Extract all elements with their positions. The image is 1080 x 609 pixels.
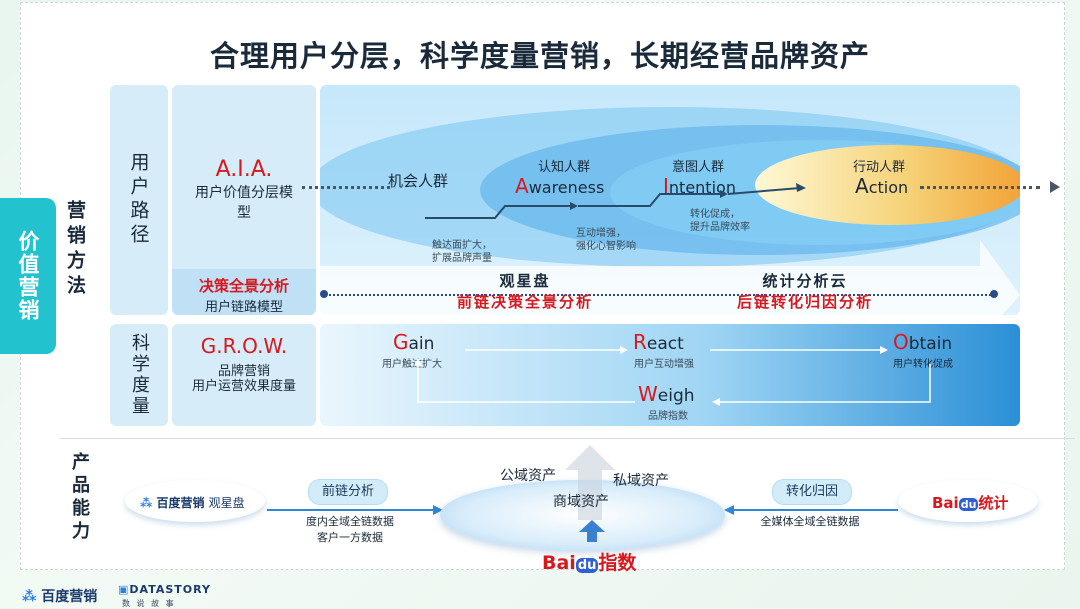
side-tab[interactable]: 价值营销 xyxy=(0,198,56,354)
decision-analysis-desc: 用户链路模型 xyxy=(204,300,283,315)
row1-label: 用户路径 xyxy=(110,85,168,315)
attribution-desc: 全媒体全域全链数据 xyxy=(760,515,860,528)
grow-weigh-desc: 品牌指数 xyxy=(648,411,688,422)
commercial-asset: 商域资产 xyxy=(553,494,609,510)
tool-stats-cloud: 统计分析云 xyxy=(762,272,848,290)
grow-model-name: G.R.O.W. xyxy=(200,334,288,358)
grow-obtain-desc: 用户转化促成 xyxy=(893,359,953,370)
row1-model-box: A.I.A. 用户价值分层模型 决策全景分析 用户链路模型 xyxy=(172,85,316,315)
row2-label: 科学度量 xyxy=(110,324,168,426)
stage-intention-word: Intention xyxy=(663,174,736,198)
row2-model-box: G.R.O.W. 品牌营销 用户运营效果度量 xyxy=(172,324,316,426)
analysis-arrow-band xyxy=(320,240,1020,340)
front-desc-2: 客户一方数据 xyxy=(317,531,383,544)
note-reach-1: 触达面扩大， xyxy=(432,240,492,251)
grow-weigh: Weigh xyxy=(638,382,695,406)
pill-front-analysis: 前链分析 xyxy=(308,479,388,505)
decision-analysis-title: 决策全景分析 xyxy=(198,277,289,295)
section-label-capability: 产品能力 xyxy=(69,452,90,544)
entry-dotted-line xyxy=(302,186,390,189)
grow-desc-2: 用户运营效果度量 xyxy=(191,379,296,394)
exit-arrowhead xyxy=(1050,181,1060,193)
grow-diagram-panel xyxy=(320,324,1020,426)
step-growth-line xyxy=(425,183,806,219)
stage-intention-label: 意图人群 xyxy=(672,160,725,175)
page-title: 合理用户分层，科学度量营销，长期经营品牌资产 xyxy=(209,39,870,73)
aia-model-name: A.I.A. xyxy=(215,157,273,182)
tool-guanxingpan: 观星盘 xyxy=(499,272,551,290)
pill-attribution: 转化归因 xyxy=(772,479,852,505)
grow-obtain: Obtain xyxy=(893,330,953,354)
note-interact-1: 互动增强， xyxy=(576,228,626,239)
grow-desc-1: 品牌营销 xyxy=(217,364,270,379)
footer-logo-datastory-sub: 数 说 故 事 xyxy=(122,599,176,608)
footer-logo-baidu-marketing: ⁂ 百度营销 xyxy=(22,589,98,605)
grow-react-desc: 用户互动增强 xyxy=(634,359,694,370)
exit-dotted-line xyxy=(920,186,1040,189)
front-desc-1: 度内全域全链数据 xyxy=(306,515,394,528)
section-divider xyxy=(60,438,1075,439)
private-asset: 私域资产 xyxy=(613,473,669,489)
guanxingpan-logo: ⁂ 百度营销 观星盘 xyxy=(125,480,265,522)
grow-flow-arrows xyxy=(414,346,931,406)
grow-gain: Gain xyxy=(393,330,435,354)
footer-logo-datastory: ▣DATASTORY xyxy=(118,583,211,596)
stage-opportunity: 机会人群 xyxy=(388,172,449,190)
stage-awareness-label: 认知人群 xyxy=(538,160,591,175)
section-label-method: 营销方法 xyxy=(64,200,86,300)
tool-guanxingpan-desc: 前链决策全景分析 xyxy=(456,293,593,311)
stage-action-word: Action xyxy=(855,174,909,198)
aia-model-desc: 用户价值分层模型 xyxy=(195,185,293,221)
stage-awareness-word: Awareness xyxy=(515,174,605,198)
tool-stats-cloud-desc: 后链转化归因分析 xyxy=(736,293,873,311)
note-convert-1: 转化促成， xyxy=(690,209,740,220)
grow-react: React xyxy=(633,330,684,354)
note-convert-2: 提升品牌效率 xyxy=(690,222,750,233)
note-interact-2: 强化心智影响 xyxy=(576,241,636,252)
analysis-dotted-line xyxy=(325,294,995,296)
stage-action-label: 行动人群 xyxy=(853,160,906,175)
grow-gain-desc: 用户触达扩大 xyxy=(382,359,442,370)
public-asset: 公域资产 xyxy=(500,468,556,484)
note-reach-2: 扩展品牌声量 xyxy=(432,253,492,264)
